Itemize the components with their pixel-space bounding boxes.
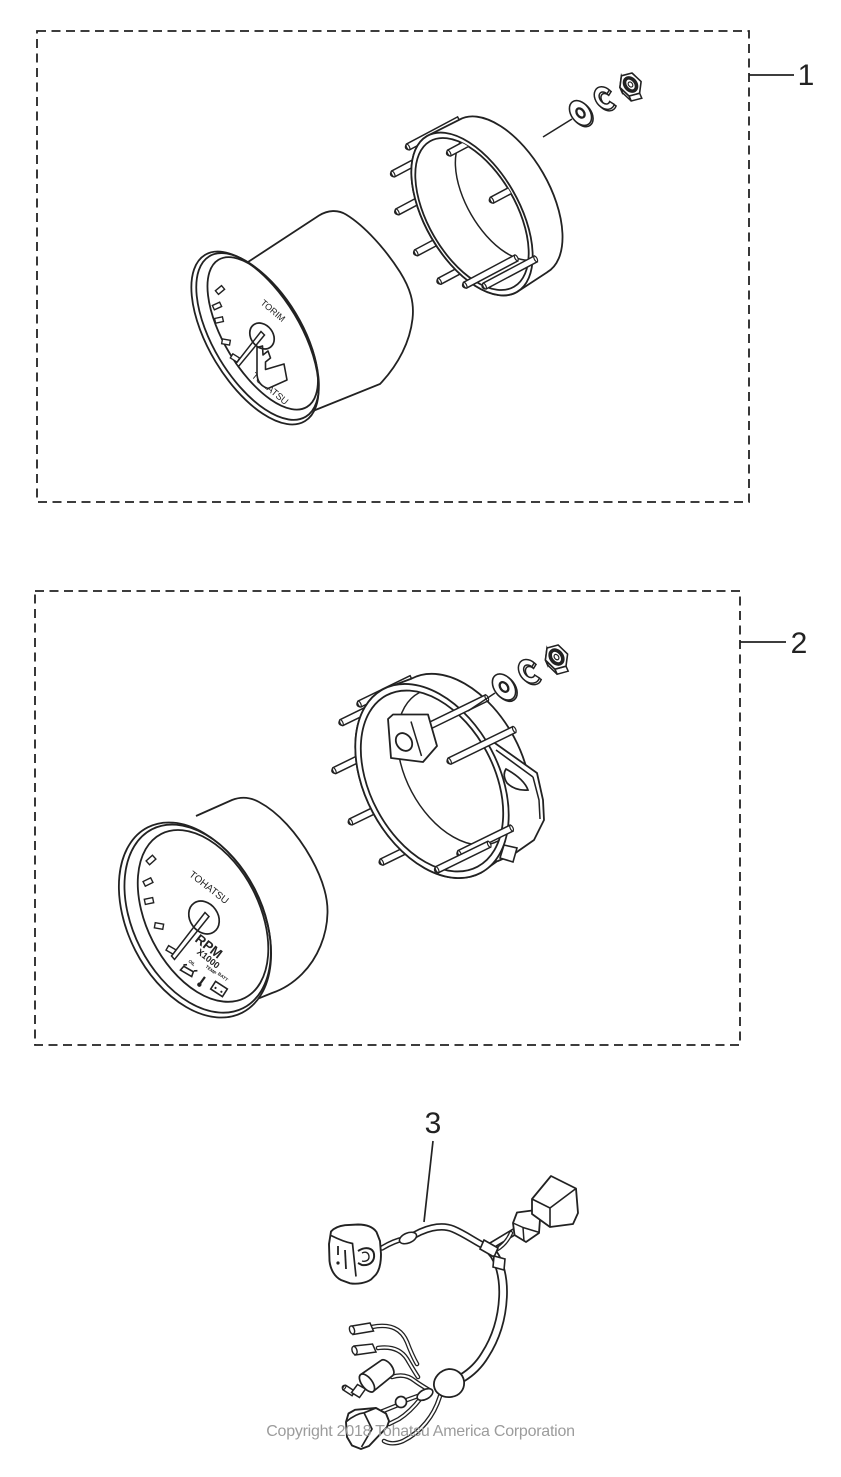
svg-text:3: 3 [425, 1107, 442, 1140]
svg-text:2: 2 [791, 627, 808, 660]
svg-text:1: 1 [798, 59, 815, 92]
svg-text:BATT: BATT [217, 971, 229, 982]
svg-text:Copyright 2018 Tohatsu America: Copyright 2018 Tohatsu America Corporati… [266, 1423, 575, 1440]
svg-text:OIL: OIL [187, 959, 196, 968]
svg-text:TEMP: TEMP [204, 964, 217, 976]
